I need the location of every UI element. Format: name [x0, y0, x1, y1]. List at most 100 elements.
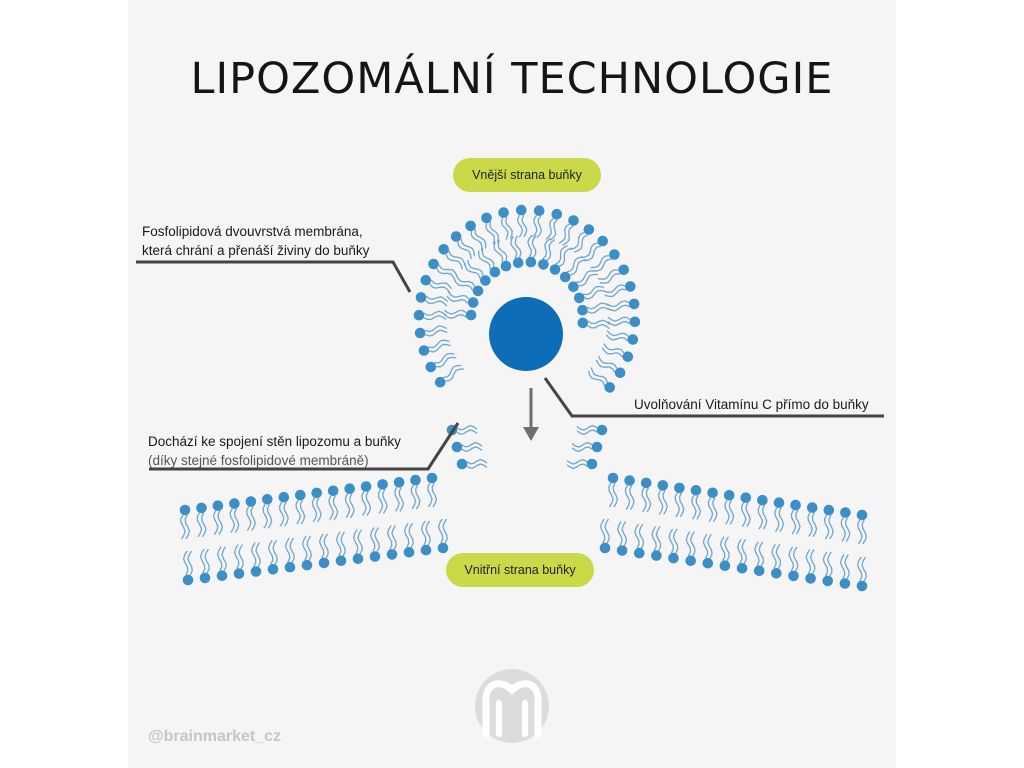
lipid-tail	[840, 517, 851, 542]
lipid-tail	[445, 250, 466, 270]
lipid-head	[318, 557, 330, 569]
lipid-tail	[719, 536, 730, 561]
lipid-head	[577, 304, 588, 316]
lipid-head	[489, 266, 501, 278]
outer-side-label: Vnější strana buňky	[453, 158, 601, 192]
lipid-tail	[233, 544, 244, 569]
lipid-head	[267, 564, 279, 575]
lipid-tail	[180, 514, 191, 540]
lipid-tail	[478, 247, 495, 270]
lipid-tail	[361, 491, 372, 516]
lipid-tail	[617, 521, 627, 546]
lipid-tail	[587, 319, 611, 330]
lipid-tail	[651, 526, 662, 551]
lipid-tail	[344, 493, 355, 519]
lipid-tail	[284, 537, 295, 563]
lipid-head	[616, 545, 628, 556]
lipid-tail	[822, 551, 833, 577]
lipid-head	[369, 551, 381, 562]
lipid-tail	[857, 519, 868, 545]
lipid-tail	[196, 512, 207, 538]
lipid-head	[604, 382, 615, 393]
lipid-tail	[570, 231, 589, 253]
lipid-head	[403, 547, 415, 558]
lipid-head	[262, 494, 273, 505]
lipid-head	[839, 578, 851, 589]
lipid-tail	[595, 355, 618, 373]
lipid-tail	[335, 531, 346, 557]
lipid-head	[229, 498, 240, 509]
lipid-tail	[607, 316, 631, 327]
lipid-head	[481, 212, 492, 224]
lipid-head	[465, 309, 477, 321]
lipid-tail	[403, 522, 414, 548]
lipid-head	[327, 485, 339, 497]
lipid-tail	[420, 520, 431, 546]
lipid-head	[216, 570, 228, 581]
lipid-tail	[516, 214, 528, 238]
lipid-head	[182, 574, 194, 586]
lipid-tail	[532, 215, 543, 239]
lipid-tail	[442, 364, 465, 382]
lipid-head	[651, 550, 662, 561]
lipid-head	[533, 205, 545, 216]
lipid-head	[568, 215, 579, 226]
lipid-tail	[510, 235, 522, 259]
lipid-head	[607, 472, 619, 484]
lipid-head	[344, 483, 356, 495]
lipid-head	[196, 502, 207, 514]
lipid-tail	[429, 279, 452, 294]
lipid-tail	[457, 238, 476, 260]
lipid-head	[538, 259, 549, 270]
lipid-head	[559, 271, 571, 283]
lipid-head	[426, 472, 438, 484]
lipid-tail	[328, 495, 339, 521]
lipid-head	[480, 275, 491, 286]
lipid-tail	[771, 543, 782, 569]
membrane-annotation-line1: Fosfolipidová dvouvrstvá membrána,	[142, 224, 363, 239]
lipid-tail	[545, 217, 558, 241]
lipid-tail	[386, 525, 397, 550]
lipid-tail	[216, 546, 227, 571]
lipid-head	[634, 547, 645, 559]
lipid-tail	[566, 256, 587, 276]
lipid-head	[472, 285, 484, 297]
lipid-tail	[410, 484, 421, 510]
lipid-head	[599, 542, 611, 554]
lipid-head	[420, 544, 432, 556]
lipid-tail	[599, 518, 610, 544]
page-title: LIPOZOMÁLNÍ TECHNOLOGIE	[190, 54, 834, 104]
lipid-tail	[443, 309, 467, 320]
lipid-head	[525, 256, 537, 268]
lipid-tail	[606, 300, 630, 312]
lipid-head	[438, 244, 450, 255]
lipid-head	[591, 441, 603, 453]
lipid-tail	[571, 442, 593, 453]
lipid-tail	[369, 527, 380, 552]
lipid-tail	[377, 489, 388, 514]
lipid-head	[719, 560, 731, 571]
lipid-tail	[805, 549, 816, 574]
lipid-tail	[581, 242, 601, 262]
lipid-tail	[707, 497, 718, 523]
lipid-head	[516, 204, 527, 216]
lipid-head	[822, 575, 833, 587]
lipid-head	[625, 281, 636, 292]
fusion-annotation: Dochází ke spojení stěn lipozomu a buňky…	[148, 432, 401, 470]
release-annotation: Uvolňování Vitamínu C přímo do buňky	[634, 397, 869, 412]
release-arrow	[523, 388, 539, 441]
lipid-head	[609, 249, 620, 260]
lipid-tail	[685, 531, 696, 556]
lipid-tail	[576, 425, 598, 436]
lipid-head	[790, 499, 801, 511]
lipid-head	[702, 557, 714, 569]
lipid-head	[393, 477, 405, 488]
lipid-tail	[199, 548, 210, 574]
lipid-head	[233, 568, 245, 579]
lipid-head	[805, 573, 816, 584]
lipid-head	[335, 555, 347, 567]
lipid-tail	[262, 504, 273, 529]
lipid-tail	[434, 352, 457, 368]
background-panel	[128, 0, 896, 768]
